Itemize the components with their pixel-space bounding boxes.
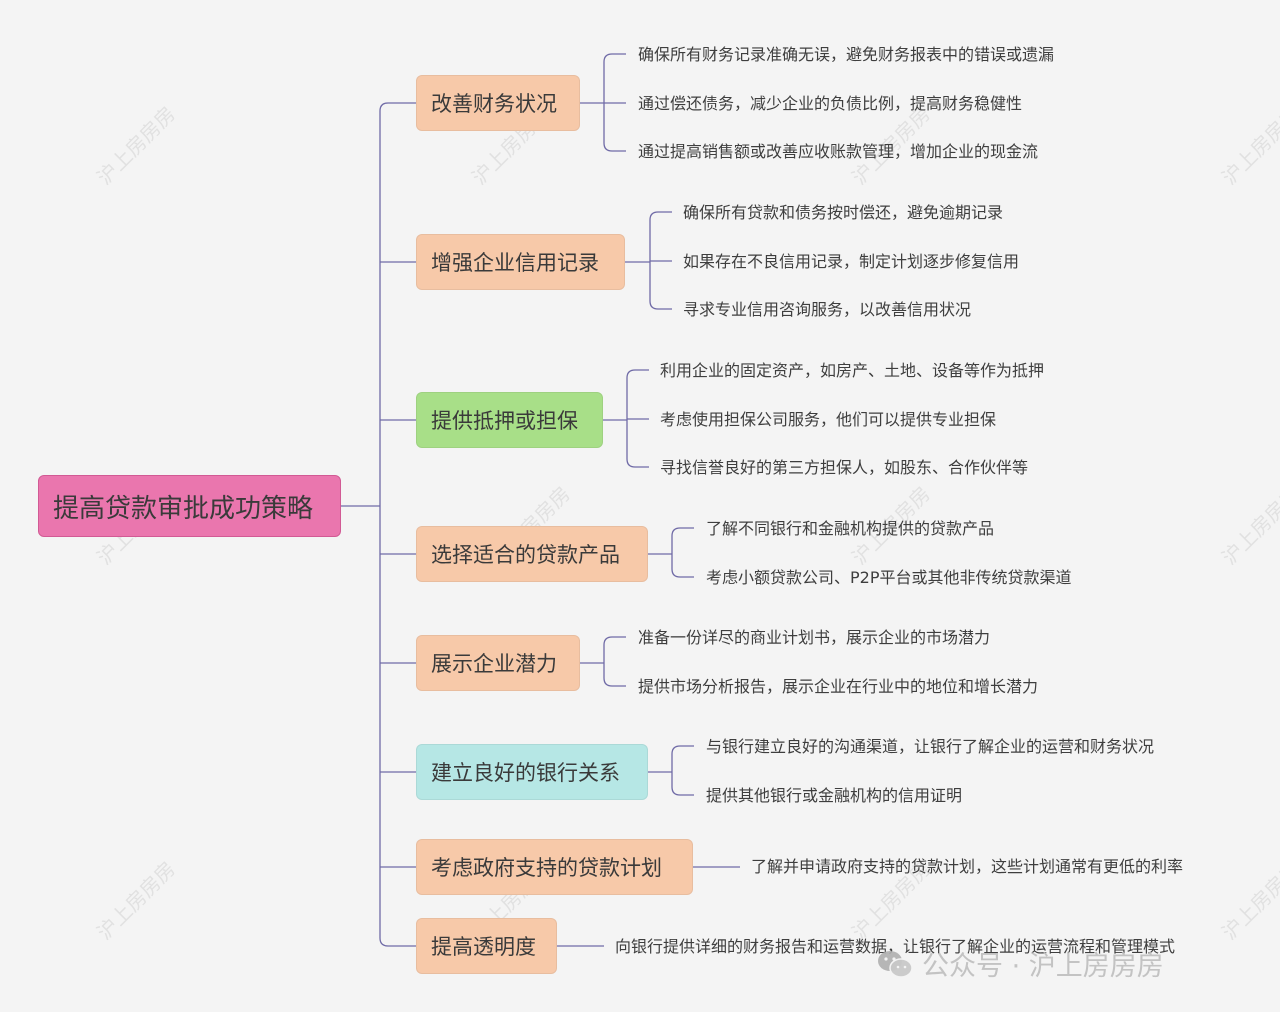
leaf-item[interactable]: 寻求专业信用咨询服务，以改善信用状况 xyxy=(683,300,972,319)
wechat-official-account-tag: 公众号 · 沪上房房房 xyxy=(876,944,1164,983)
leaf-item[interactable]: 与银行建立良好的沟通渠道，让银行了解企业的运营和财务状况 xyxy=(706,737,1155,756)
branch-node-gov-plan[interactable]: 考虑政府支持的贷款计划 xyxy=(416,839,693,895)
branch-node-finance[interactable]: 改善财务状况 xyxy=(416,75,580,131)
leaf-connector xyxy=(671,568,694,578)
leaf-item[interactable]: 考虑使用担保公司服务，他们可以提供专业担保 xyxy=(660,410,997,429)
leaf-item[interactable]: 利用企业的固定资产，如房产、土地、设备等作为抵押 xyxy=(660,361,1045,380)
leaf-item[interactable]: 通过偿还债务，减少企业的负债比例，提高财务稳健性 xyxy=(638,94,1023,113)
leaf-connector xyxy=(671,745,694,755)
leaf-connector xyxy=(603,53,626,63)
leaf-item[interactable]: 了解并申请政府支持的贷款计划，这些计划通常有更低的利率 xyxy=(751,857,1184,876)
branch-node-transparency[interactable]: 提高透明度 xyxy=(416,918,557,974)
leaf-item[interactable]: 如果存在不良信用记录，制定计划逐步修复信用 xyxy=(683,252,1020,271)
branch-node-collateral[interactable]: 提供抵押或担保 xyxy=(416,392,603,448)
leaf-item[interactable]: 提供市场分析报告，展示企业在行业中的地位和增长潜力 xyxy=(638,677,1039,696)
root-node[interactable]: 提高贷款审批成功策略 xyxy=(38,475,341,537)
leaf-item[interactable]: 通过提高销售额或改善应收账款管理，增加企业的现金流 xyxy=(638,142,1039,161)
leaf-item[interactable]: 准备一份详尽的商业计划书，展示企业的市场潜力 xyxy=(638,628,991,647)
branch-node-potential[interactable]: 展示企业潜力 xyxy=(416,635,580,691)
leaf-item[interactable]: 向银行提供详细的财务报告和运营数据，让银行了解企业的运营流程和管理模式 xyxy=(615,937,1176,956)
leaf-item[interactable]: 考虑小额贷款公司、P2P平台或其他非传统贷款渠道 xyxy=(706,568,1072,587)
leaf-connector xyxy=(671,786,694,796)
leaf-connector xyxy=(626,458,649,468)
leaf-item[interactable]: 提供其他银行或金融机构的信用证明 xyxy=(706,786,963,805)
wechat-icon xyxy=(878,950,913,978)
wechat-label: 公众号 · 沪上房房房 xyxy=(922,951,1164,982)
leaf-item[interactable]: 确保所有贷款和债务按时偿还，避免逾期记录 xyxy=(683,203,1004,222)
leaf-connector xyxy=(603,142,626,152)
branch-node-loan-product[interactable]: 选择适合的贷款产品 xyxy=(416,526,648,582)
branch-node-bank-relation[interactable]: 建立良好的银行关系 xyxy=(416,744,648,800)
branch-connector xyxy=(379,102,416,112)
branch-connector xyxy=(379,937,416,947)
leaf-connector xyxy=(649,211,672,221)
leaf-connector xyxy=(603,677,626,687)
leaf-connector xyxy=(671,527,694,537)
leaf-item[interactable]: 了解不同银行和金融机构提供的贷款产品 xyxy=(706,519,995,538)
leaf-connector xyxy=(649,300,672,310)
leaf-item[interactable]: 确保所有财务记录准确无误，避免财务报表中的错误或遗漏 xyxy=(638,45,1055,64)
branch-node-credit[interactable]: 增强企业信用记录 xyxy=(416,234,625,290)
leaf-connector xyxy=(626,369,649,379)
leaf-item[interactable]: 寻找信誉良好的第三方担保人，如股东、合作伙伴等 xyxy=(660,458,1029,477)
leaf-connector xyxy=(603,636,626,646)
